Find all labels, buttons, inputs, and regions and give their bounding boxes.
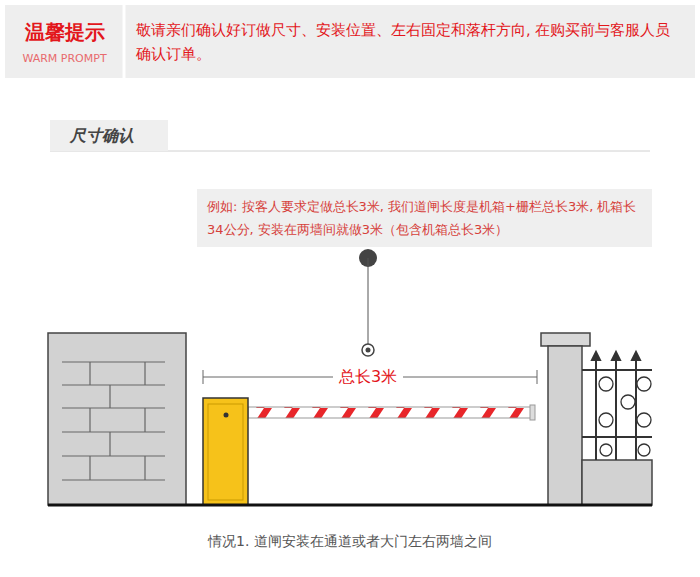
ground-line (48, 504, 652, 507)
warm-prompt-box: 温馨提示 WARM PROMPT (5, 5, 124, 78)
callout-text: 例如: 按客人要求定做总长3米, 我们道闸长度是机箱+栅栏总长3米, 机箱长34… (207, 195, 644, 241)
banner-subtitle: WARM PROMPT (7, 51, 122, 67)
gate-fence (541, 333, 652, 505)
figure-caption: 情况1. 道闸安装在通道或者大门左右两墙之间 (208, 531, 492, 551)
banner-divider (123, 5, 126, 78)
dimension-label: 总长3米 (333, 366, 403, 388)
dimension-tick (203, 370, 204, 384)
leader-target-dot (366, 348, 371, 353)
barrier-cabinet (203, 398, 248, 505)
notice-text: 敬请亲们确认好订做尺寸、安装位置、左右固定和落杆方向, 在购买前与客服人员确认订… (136, 18, 685, 66)
leader-target (362, 344, 374, 356)
banner-title: 温馨提示 (7, 19, 122, 45)
banner-ground (5, 5, 695, 78)
left-wall (48, 333, 186, 505)
callout-box: 例如: 按客人要求定做总长3米, 我们道闸长度是机箱+栅栏总长3米, 机箱长34… (197, 189, 652, 247)
section-title: 尺寸确认 (70, 120, 154, 151)
leader-line (368, 258, 369, 345)
dimension-tick (537, 370, 538, 384)
barrier-arm (248, 405, 535, 420)
section-tab: 尺寸确认 (50, 120, 168, 151)
notice-panel: 敬请亲们确认好订做尺寸、安装位置、左右固定和落杆方向, 在购买前与客服人员确认订… (128, 5, 695, 78)
